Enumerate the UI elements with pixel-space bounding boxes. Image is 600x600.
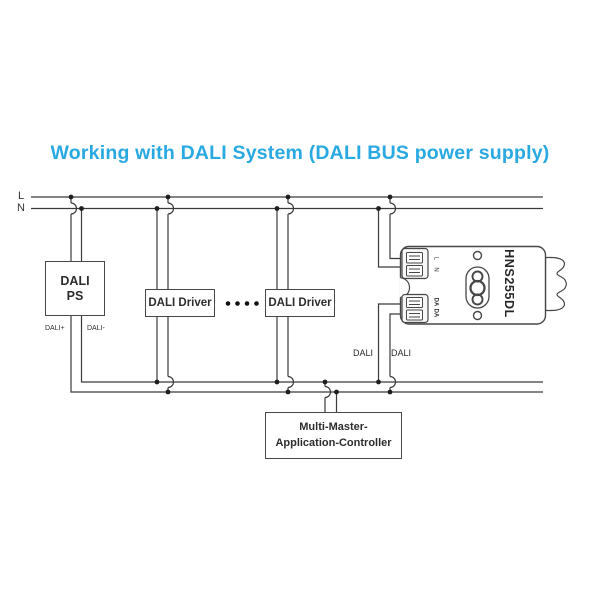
controller-label-line2: Application-Controller — [275, 437, 392, 449]
sensor-model-label: HNS255DL — [502, 249, 516, 318]
sensor-da1-wire — [377, 303, 403, 382]
sensor-device: L N DA DA HNS255DL — [399, 245, 567, 325]
connection-dots — [68, 194, 393, 395]
dali-bus-lower-line — [70, 316, 543, 393]
dali-driver-2-box: DALI Driver — [265, 289, 335, 317]
dali-plus-label: DALI+ — [45, 324, 65, 332]
sensor-lens-icons — [465, 250, 490, 321]
controller-box: Multi-Master- Application-Controller — [265, 411, 402, 459]
bus-label-left: DALI — [353, 348, 374, 358]
bus-label-right: DALI — [391, 348, 412, 358]
drop-wires — [70, 197, 403, 412]
sensor-strain-relief — [399, 277, 411, 298]
sensor-mounting-clip-icon — [544, 256, 567, 312]
dali-ps-box: DALI PS — [45, 261, 105, 316]
sensor-neutral-wire — [377, 208, 403, 268]
live-line-label: L — [17, 190, 25, 202]
sensor-live-wire — [389, 197, 403, 260]
sensor-terminal-da1-label: DA — [433, 298, 439, 307]
sensor-terminal-block-top — [401, 247, 429, 280]
sensor-terminal-da2-label: DA — [433, 309, 439, 318]
dali-ps-label-line2: PS — [66, 288, 84, 303]
sensor-terminal-l-label: L — [433, 257, 439, 261]
wire-hops — [70, 202, 397, 399]
dali-driver-1-box: DALI Driver — [145, 289, 215, 317]
controller-label-line1: Multi-Master- — [299, 420, 368, 433]
dali-bus-lines — [70, 316, 543, 393]
dali-minus-label: DALI- — [87, 324, 105, 332]
dali-bus-upper-line — [80, 316, 543, 383]
sensor-terminal-block-bottom — [401, 293, 429, 324]
neutral-line-label: N — [17, 201, 25, 214]
sensor-terminal-n-label: N — [433, 267, 439, 271]
diagram-title: Working with DALI System (DALI BUS power… — [50, 142, 550, 164]
ellipsis-dots-icon — [225, 301, 259, 306]
dali-ps-label-line1: DALI — [60, 273, 90, 288]
